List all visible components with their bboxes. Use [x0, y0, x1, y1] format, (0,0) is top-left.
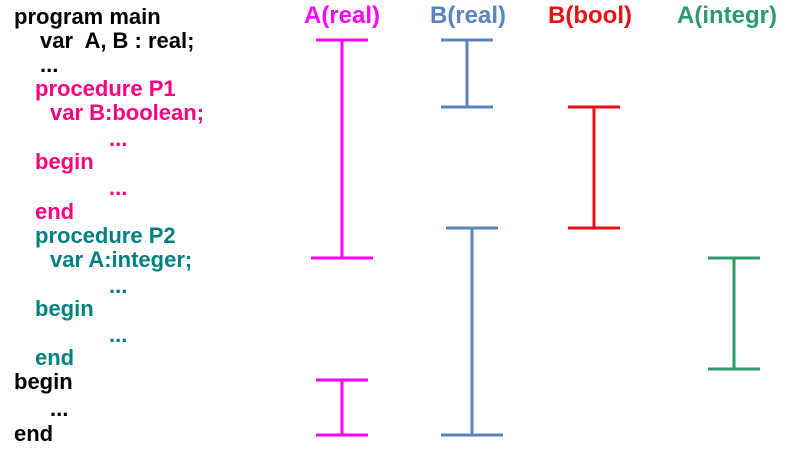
code-var-b-boolean: var B:boolean; — [50, 100, 205, 125]
code-begin-p1: begin — [35, 149, 94, 174]
code-program-main: program main — [14, 4, 161, 29]
code-procedure-p1: procedure P1 — [35, 76, 176, 101]
code-end-main: end — [14, 421, 54, 446]
b-real-lifetime-upper — [441, 38, 493, 109]
code-begin-p2: begin — [35, 296, 94, 321]
code-procedure-p2: procedure P2 — [35, 223, 176, 248]
header-a-integer: A(integr) — [677, 2, 777, 29]
code-ellipsis-p1-decl: ... — [109, 126, 128, 151]
code-begin-main: begin — [14, 369, 73, 394]
a-integer-lifetime — [708, 256, 760, 371]
code-ellipsis-main: ... — [40, 52, 59, 77]
b-real-lifetime-lower — [441, 226, 503, 437]
header-b-bool: B(bool) — [548, 2, 632, 29]
code-var-a-integer: var A:integer; — [50, 247, 193, 272]
code-ellipsis-p1-body: ... — [109, 175, 128, 200]
header-a-real: A(real) — [303, 2, 381, 29]
header-b-real: B(real) — [429, 2, 507, 29]
a-real-lifetime-lower — [316, 378, 368, 437]
b-bool-lifetime — [568, 105, 620, 230]
code-ellipsis-main-body: ... — [50, 396, 69, 421]
code-end-p1: end — [35, 199, 75, 224]
code-var-a-b-real: var A, B : real; — [40, 28, 195, 53]
a-real-lifetime-upper — [311, 38, 373, 260]
code-ellipsis-p2-decl: ... — [109, 273, 128, 298]
code-end-p2: end — [35, 345, 75, 370]
code-ellipsis-p2-body: ... — [109, 322, 128, 347]
